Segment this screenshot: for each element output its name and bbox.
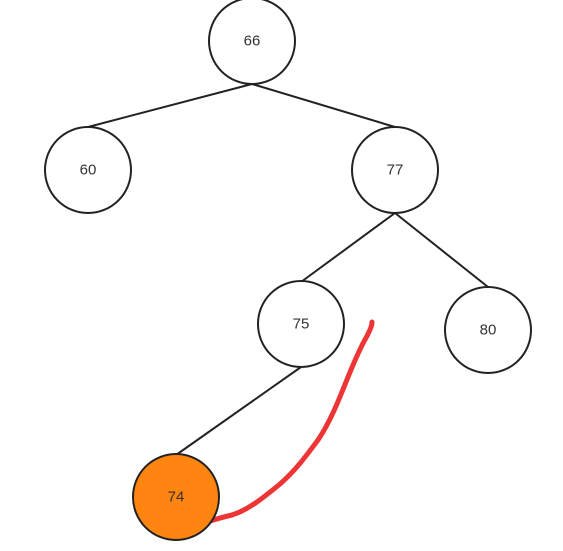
node-80-circle xyxy=(444,286,532,374)
node-66-label: 66 xyxy=(244,33,261,50)
node-66-circle xyxy=(208,0,296,85)
edge-77-75 xyxy=(300,212,396,283)
node-60-label: 60 xyxy=(80,162,97,179)
node-74-circle xyxy=(132,453,220,541)
node-75-label: 75 xyxy=(293,316,310,333)
node-66: 66 xyxy=(208,0,296,85)
node-77-label: 77 xyxy=(387,162,404,179)
node-60-circle xyxy=(44,126,132,214)
edges-layer xyxy=(87,83,489,456)
node-74: 74 xyxy=(132,453,220,541)
edge-66-60 xyxy=(87,83,253,128)
node-77-circle xyxy=(351,126,439,214)
nodes-layer: 66 60 77 75 80 74 xyxy=(44,0,532,541)
edge-77-80 xyxy=(394,212,489,288)
edge-66-77 xyxy=(251,83,396,128)
node-80: 80 xyxy=(444,286,532,374)
node-77: 77 xyxy=(351,126,439,214)
node-75: 75 xyxy=(257,280,345,368)
node-80-label: 80 xyxy=(480,322,497,339)
edge-75-74 xyxy=(175,366,302,456)
node-60: 60 xyxy=(44,126,132,214)
red-freehand-annotation xyxy=(198,319,375,526)
node-75-circle xyxy=(257,280,345,368)
node-74-label: 74 xyxy=(168,489,185,506)
